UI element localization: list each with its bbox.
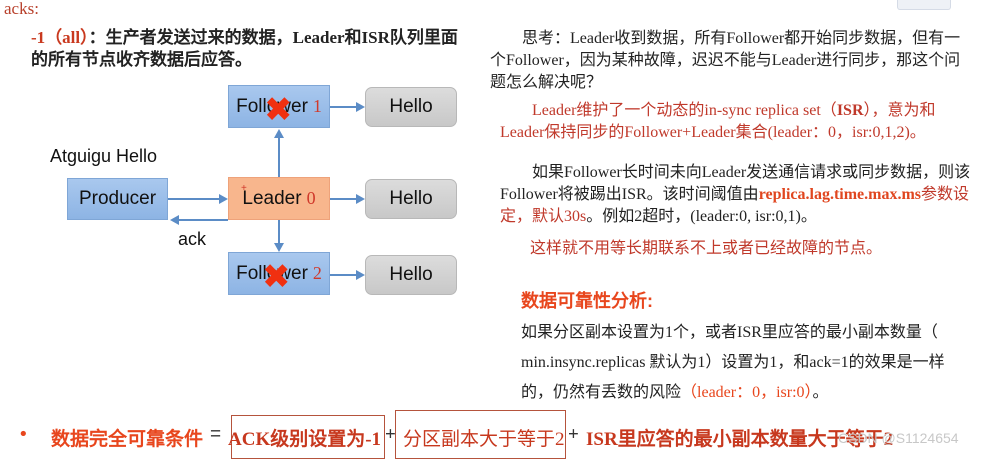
isr-definition: Leader维护了一个动态的in-sync replica set（ISR），意… bbox=[500, 100, 972, 144]
reliability-example: （leader：0，isr:0） bbox=[681, 384, 813, 401]
equals-sign: = bbox=[210, 424, 222, 445]
lag-time-param: replica.lag.time.max.ms bbox=[758, 186, 922, 203]
kick-part2: 参数设定，默认30s bbox=[500, 186, 970, 225]
reliability-title: 数据可靠性分析: bbox=[521, 291, 653, 311]
leader-to-follower2-head bbox=[274, 243, 284, 252]
follower-1-id: 1 bbox=[312, 96, 322, 116]
plus-sign-1: + bbox=[385, 424, 396, 445]
condition-replicas: 分区副本大于等于2 bbox=[403, 429, 565, 450]
ack-arrow-line bbox=[178, 219, 228, 221]
producer-label: Producer bbox=[78, 188, 157, 209]
acks-all-label: -1（all） bbox=[31, 28, 89, 47]
plus-sign-2: + bbox=[568, 424, 579, 445]
acks-all-description: -1（all）：生产者发送过来的数据，Leader和ISR队列里面的所有节点收齐… bbox=[31, 27, 471, 71]
hello-label: Hello bbox=[389, 264, 433, 285]
send-arrow-head bbox=[219, 194, 228, 204]
leader-to-follower1-head bbox=[274, 129, 284, 138]
producer-node: Producer bbox=[67, 178, 168, 220]
reliability-body: 如果分区副本设置为1个，或者ISR里应答的最小副本数量（ min.insync.… bbox=[521, 324, 945, 401]
ack-arrow-head bbox=[170, 215, 179, 225]
ack-label: ack bbox=[178, 229, 207, 249]
condition-ack: ACK级别设置为-1 bbox=[228, 429, 382, 450]
hello-box-2: Hello bbox=[365, 255, 457, 295]
isr-def-part2: ），意为和Leader保持同步的Follower+Leader集合(leader… bbox=[500, 102, 936, 141]
message-label: Atguigu Hello bbox=[50, 146, 158, 166]
thinking-paragraph: 思考：Leader收到数据，所有Follower都开始同步数据，但有一个Foll… bbox=[490, 30, 961, 91]
watermark: CSDN @S1124654 bbox=[838, 430, 959, 446]
leader-id: 0 bbox=[306, 188, 316, 208]
hello-label: Hello bbox=[389, 188, 433, 209]
follower2-to-hello-head bbox=[356, 270, 365, 280]
hello-label: Hello bbox=[389, 96, 433, 117]
follower1-to-hello-head bbox=[356, 102, 365, 112]
reliability-end: 。 bbox=[812, 384, 829, 401]
acks-heading: acks: bbox=[4, 0, 39, 18]
hello-box-1: Hello bbox=[365, 87, 457, 127]
condition-min-isr: ISR里应答的最小副本数量大于等于2 bbox=[586, 429, 894, 450]
kick-part1: 如果Follower长时间未向Leader发送通信请求或同步数据，则该Follo… bbox=[500, 164, 971, 203]
follower-2-label: Follower bbox=[236, 262, 308, 284]
isr-def-bold: ISR bbox=[836, 102, 864, 119]
follower-2-id: 2 bbox=[312, 263, 322, 283]
reliability-paragraph: 如果分区副本设置为1个，或者ISR里应答的最小副本数量（ min.insync.… bbox=[521, 318, 971, 408]
slide-thumbnail bbox=[897, 0, 951, 10]
failure-x-icon: ✖ bbox=[262, 257, 291, 297]
leader-marker: + bbox=[241, 183, 247, 194]
no-wait-note: 这样就不用等长期联系不上或者已经故障的节点。 bbox=[530, 240, 883, 257]
condition-title: 数据完全可靠条件 bbox=[51, 429, 204, 450]
leader-to-hello-head bbox=[356, 194, 365, 204]
isr-def-part1: Leader维护了一个动态的in-sync replica set（ bbox=[532, 102, 837, 119]
leader-to-hello-line bbox=[330, 198, 357, 200]
hello-box-0: Hello bbox=[365, 179, 457, 219]
leader-label: Leader bbox=[242, 187, 302, 209]
follower1-to-hello-line bbox=[330, 106, 357, 108]
send-arrow-line bbox=[168, 198, 220, 200]
bullet-icon: • bbox=[18, 424, 29, 445]
failure-x-icon: ✖ bbox=[264, 90, 293, 130]
leader-to-follower2-line bbox=[278, 220, 280, 244]
follower2-to-hello-line bbox=[330, 274, 357, 276]
kick-part3: 。例如2超时，(leader:0, isr:0,1)。 bbox=[586, 208, 817, 225]
acks-all-body: ：生产者发送过来的数据，Leader和ISR队列里面的所有节点收齐数据后应答。 bbox=[31, 28, 458, 69]
kick-paragraph: 如果Follower长时间未向Leader发送通信请求或同步数据，则该Follo… bbox=[500, 162, 972, 228]
leader-to-follower1-line bbox=[278, 137, 280, 177]
follower-1-label: Follower bbox=[236, 95, 308, 117]
